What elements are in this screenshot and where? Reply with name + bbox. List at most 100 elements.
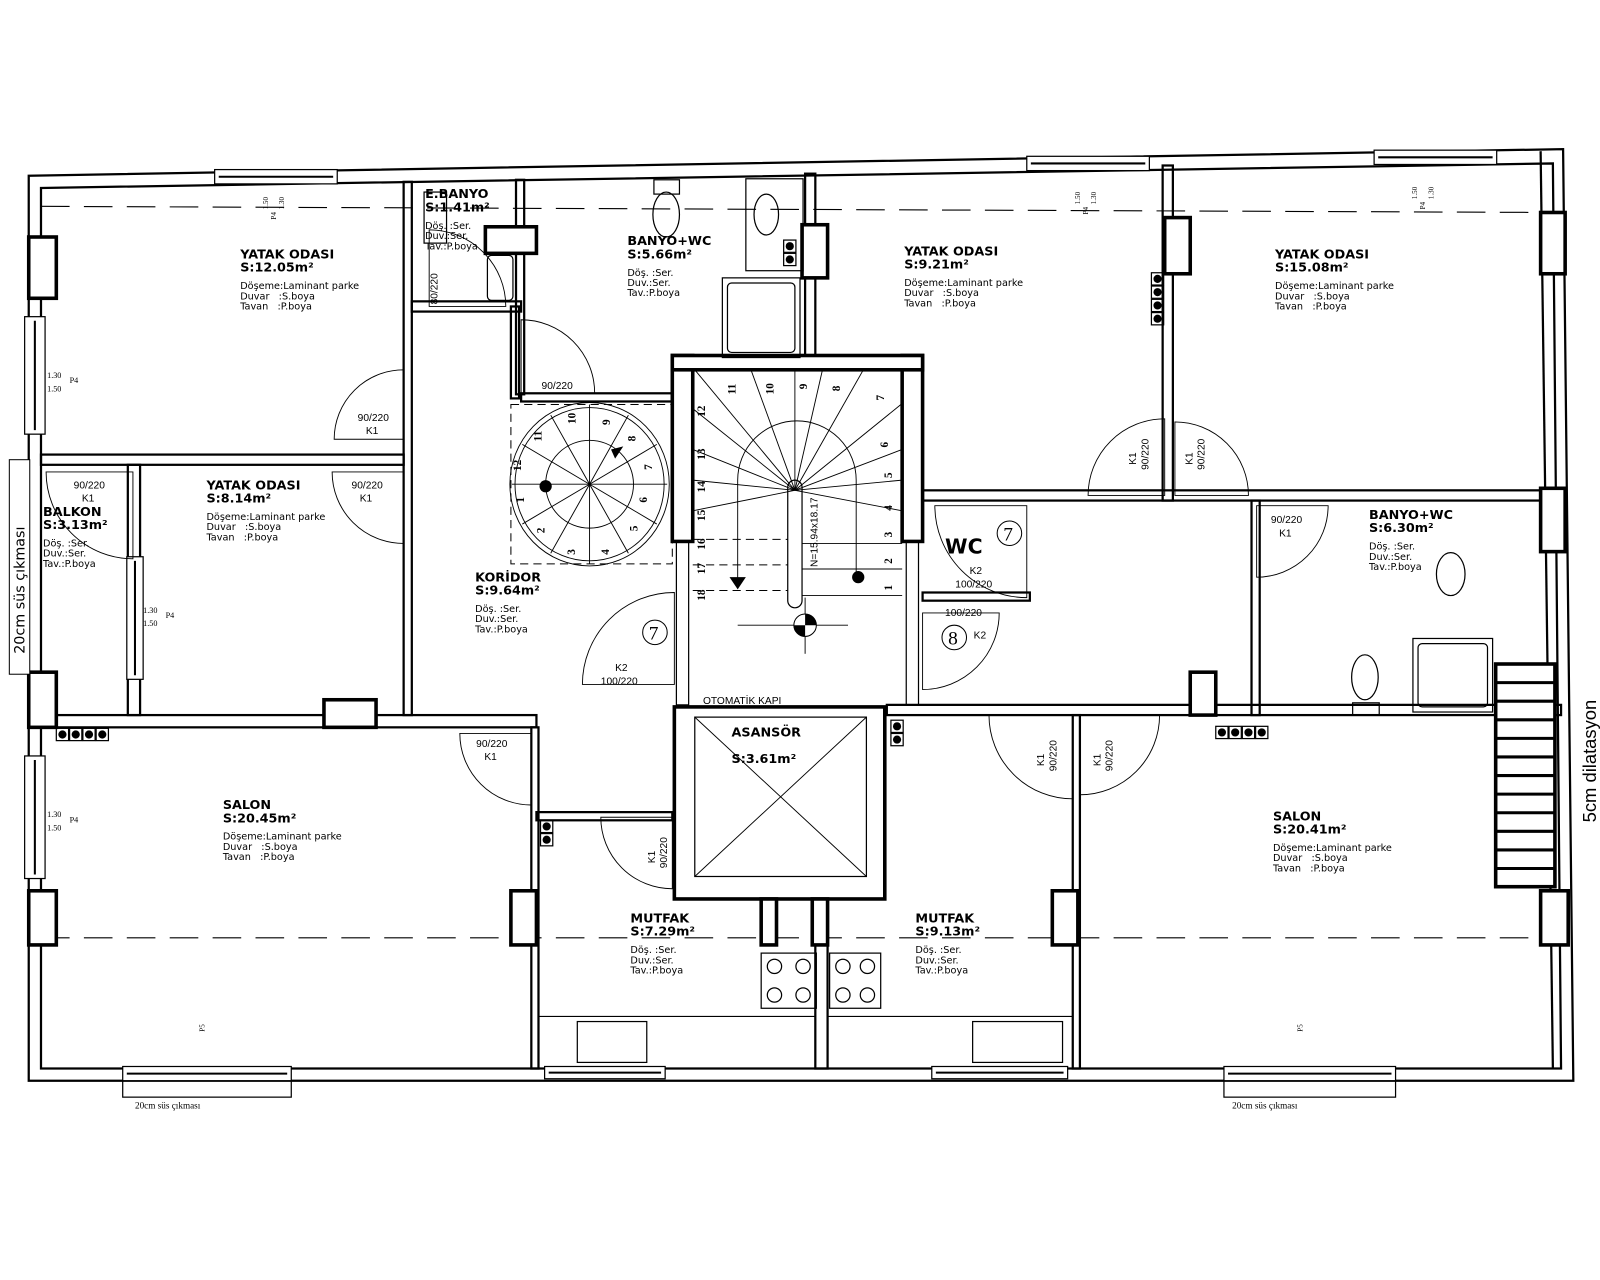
stair-step-number: 12 xyxy=(696,405,708,417)
stair-step-number: 10 xyxy=(764,383,776,395)
door-size: 90/220 xyxy=(1197,438,1208,470)
room-finish: Tav.:P.boya xyxy=(1368,562,1422,573)
door-size: 80/220 xyxy=(429,273,440,305)
room-finish: Duvar :S.boya xyxy=(240,291,315,302)
sink-icon xyxy=(1435,552,1466,597)
window-type: P4 xyxy=(270,212,278,220)
kitchen-fixtures xyxy=(538,952,1073,1064)
window-type: P5 xyxy=(1297,1024,1305,1032)
stair-tread xyxy=(694,369,796,491)
spiral-step-number: 10 xyxy=(566,412,578,424)
door-size: 90/220 xyxy=(659,837,670,869)
door-swing xyxy=(1256,505,1329,578)
window-height: 1.30 xyxy=(143,606,157,615)
door-code: K1 xyxy=(1279,528,1292,539)
socket-icon xyxy=(1150,272,1165,286)
spiral-tread xyxy=(589,483,658,525)
door-code: K1 xyxy=(1128,452,1139,465)
room-finish: Döş. :Ser. xyxy=(627,268,673,279)
window-height: 1.30 xyxy=(47,371,61,380)
stair-formula: N=15.94x18.17 xyxy=(809,497,820,567)
room-name: SALON xyxy=(223,798,271,813)
room-area: S:9.64m² xyxy=(475,584,540,599)
columns xyxy=(26,210,1570,947)
room-finish: Duv.:Ser. xyxy=(43,549,86,560)
door-size: 90/220 xyxy=(1271,515,1303,526)
spiral-tread xyxy=(589,483,629,554)
door-marker-number: 7 xyxy=(649,623,659,644)
room-finish: Duvar :S.boya xyxy=(223,842,298,853)
stair-step-number: 2 xyxy=(883,558,895,564)
socket-dot xyxy=(542,835,551,844)
socket-dot xyxy=(1231,728,1240,737)
stair-core xyxy=(670,353,925,706)
column xyxy=(1538,889,1570,947)
socket-dot xyxy=(1257,728,1266,737)
socket-dot xyxy=(1244,728,1253,737)
room-finish: Tavan :P.boya xyxy=(239,302,312,313)
stair-step-number: 17 xyxy=(696,563,708,575)
electrical-sockets xyxy=(55,239,1269,847)
door-swing xyxy=(922,612,1000,691)
socket-dot xyxy=(58,730,67,739)
bathroom-fixtures xyxy=(423,178,1494,716)
socket-icon xyxy=(783,239,797,253)
column xyxy=(1162,215,1193,276)
socket-icon xyxy=(1241,725,1256,740)
door-label: 80/220 xyxy=(429,273,440,305)
door-size: 90/220 xyxy=(352,480,384,491)
stair-step-number: 8 xyxy=(831,385,843,391)
automatic-door-label: OTOMATİK KAPI xyxy=(703,694,781,707)
stair-step-number: 18 xyxy=(696,589,708,601)
spiral-step-number: 12 xyxy=(512,459,524,471)
socket-dot xyxy=(98,730,107,739)
room-name: YATAK ODASI xyxy=(239,247,334,262)
window-type: P4 xyxy=(70,815,79,824)
window-labels: 1.301.50P41.301.50P41.301.50P4P41.301.50… xyxy=(47,186,1435,1031)
room-finish: Duv.:Ser. xyxy=(475,614,518,625)
windows xyxy=(24,149,1498,1082)
socket-icon xyxy=(1150,311,1165,326)
stair-tread xyxy=(794,369,823,491)
window-type: P4 xyxy=(1082,207,1090,215)
room-finish: Döşeme:Laminant parke xyxy=(904,278,1023,289)
room-name-wc: WC xyxy=(945,535,983,559)
door-swing xyxy=(988,714,1074,800)
room-area: S:1.41m² xyxy=(425,200,490,215)
room-finish: Tav.:P.boya xyxy=(626,288,680,299)
socket-icon xyxy=(1150,285,1165,299)
stair-step-number: 15 xyxy=(696,509,708,521)
socket-icon xyxy=(1150,298,1165,313)
socket-icon xyxy=(783,252,797,267)
column xyxy=(509,889,539,947)
window-dims: P41.301.50 xyxy=(1411,186,1435,209)
window-sill: 1.50 xyxy=(262,196,270,209)
socket-dot xyxy=(1153,274,1162,283)
spiral-step-number: 11 xyxy=(533,430,545,441)
window-sill: 1.50 xyxy=(47,824,61,833)
spiral-stair xyxy=(509,402,673,567)
stair-tread xyxy=(794,449,903,491)
door-size: 90/220 xyxy=(1048,740,1059,772)
socket-dot xyxy=(1153,288,1162,297)
room-name: YATAK ODASI xyxy=(1274,247,1369,262)
room-finish: Duv.:Ser. xyxy=(1369,552,1412,563)
room-finish: Tav.:P.boya xyxy=(629,966,683,977)
stair-treads xyxy=(692,369,903,597)
spiral-step-number: 1 xyxy=(515,497,527,503)
socket-icon xyxy=(68,727,83,742)
stair-step-number: 7 xyxy=(875,394,887,400)
stair-tread xyxy=(692,489,795,512)
ornament-strip xyxy=(8,459,31,675)
stair-tread xyxy=(692,479,795,491)
spiral-step-number: 8 xyxy=(627,435,639,441)
